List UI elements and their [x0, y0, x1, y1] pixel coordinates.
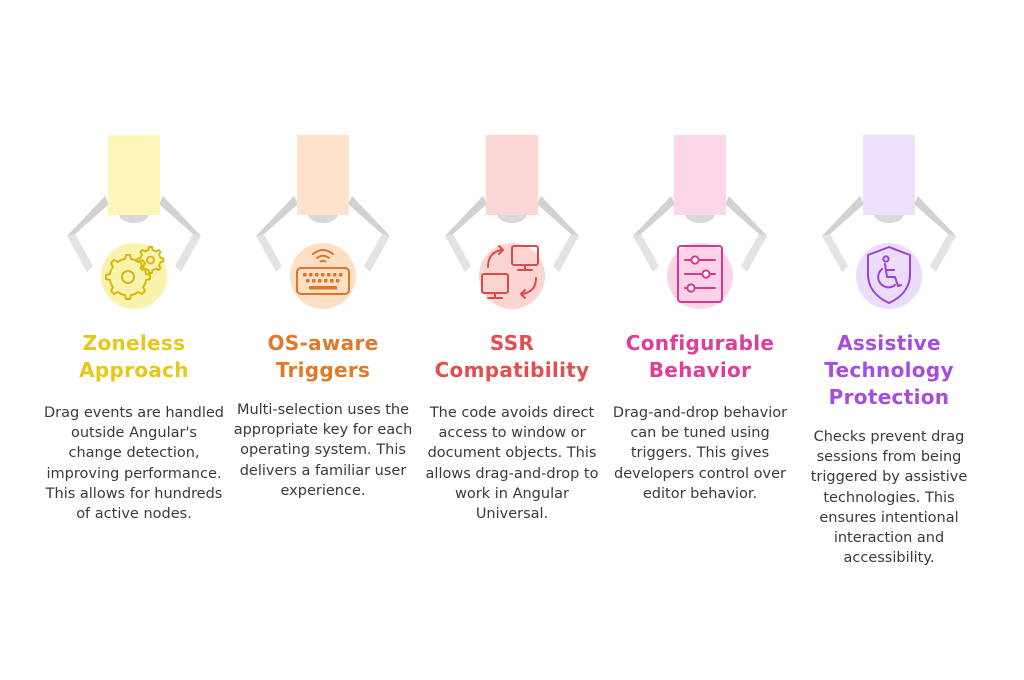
claw-arm-right [159, 196, 201, 272]
icon-circle [667, 243, 733, 309]
feature-title-line: Assistive [837, 331, 941, 355]
claw-bar [297, 135, 349, 215]
claw-bar [863, 135, 915, 215]
claw-arm-right [725, 196, 767, 272]
claw-arm-left [822, 196, 864, 272]
claw-joint [308, 214, 338, 223]
feature-title-line: Approach [79, 358, 189, 382]
claw-bar [108, 135, 160, 215]
claw-joint [119, 214, 149, 223]
feature-title-line: Configurable [625, 331, 775, 355]
claw-graphic [256, 135, 390, 309]
claw-arm-left [67, 196, 109, 272]
accessibility-shield-icon [867, 246, 911, 304]
claw-graphic [822, 135, 956, 309]
feature-title-line: OS-aware [267, 331, 379, 355]
claw-arm-left [633, 196, 675, 272]
feature-title-line: Compatibility [434, 358, 590, 382]
claw-graphic [67, 135, 201, 309]
claw-arm-left [445, 196, 487, 272]
claw-joint [685, 214, 715, 223]
feature-description: Drag-and-drop behavior can be tuned usin… [612, 405, 788, 502]
claw-bar [674, 135, 726, 215]
feature-title-line: Zoneless [82, 331, 186, 355]
feature-description: Checks prevent drag sessions from being … [810, 429, 968, 567]
claw-joint [497, 214, 527, 223]
sliders-icon [677, 245, 723, 303]
claw-joint [874, 214, 904, 223]
feature-title-line: Behavior [648, 358, 752, 382]
sync-devices-icon [481, 245, 539, 299]
claw-bar [486, 135, 538, 215]
feature-description: Multi-selection uses the appropriate key… [233, 402, 413, 499]
wireless-keyboard-icon [296, 249, 350, 295]
claw-arm-right [914, 196, 956, 272]
feature-description: The code avoids direct access to window … [425, 405, 599, 523]
feature-title-line: Protection [828, 385, 950, 409]
feature-title-line: SSR [489, 331, 535, 355]
claw-arm-right [537, 196, 579, 272]
claw-graphic [445, 135, 579, 309]
claw-graphic [633, 135, 767, 309]
feature-description: Drag events are handled outside Angular'… [44, 405, 224, 523]
feature-title-line: Triggers [275, 358, 371, 382]
claw-arm-left [256, 196, 298, 272]
claw-arm-right [348, 196, 390, 272]
feature-title: SSR Compatibility [407, 330, 617, 384]
gears-icon [105, 246, 165, 300]
feature-title-line: Technology [824, 358, 954, 382]
